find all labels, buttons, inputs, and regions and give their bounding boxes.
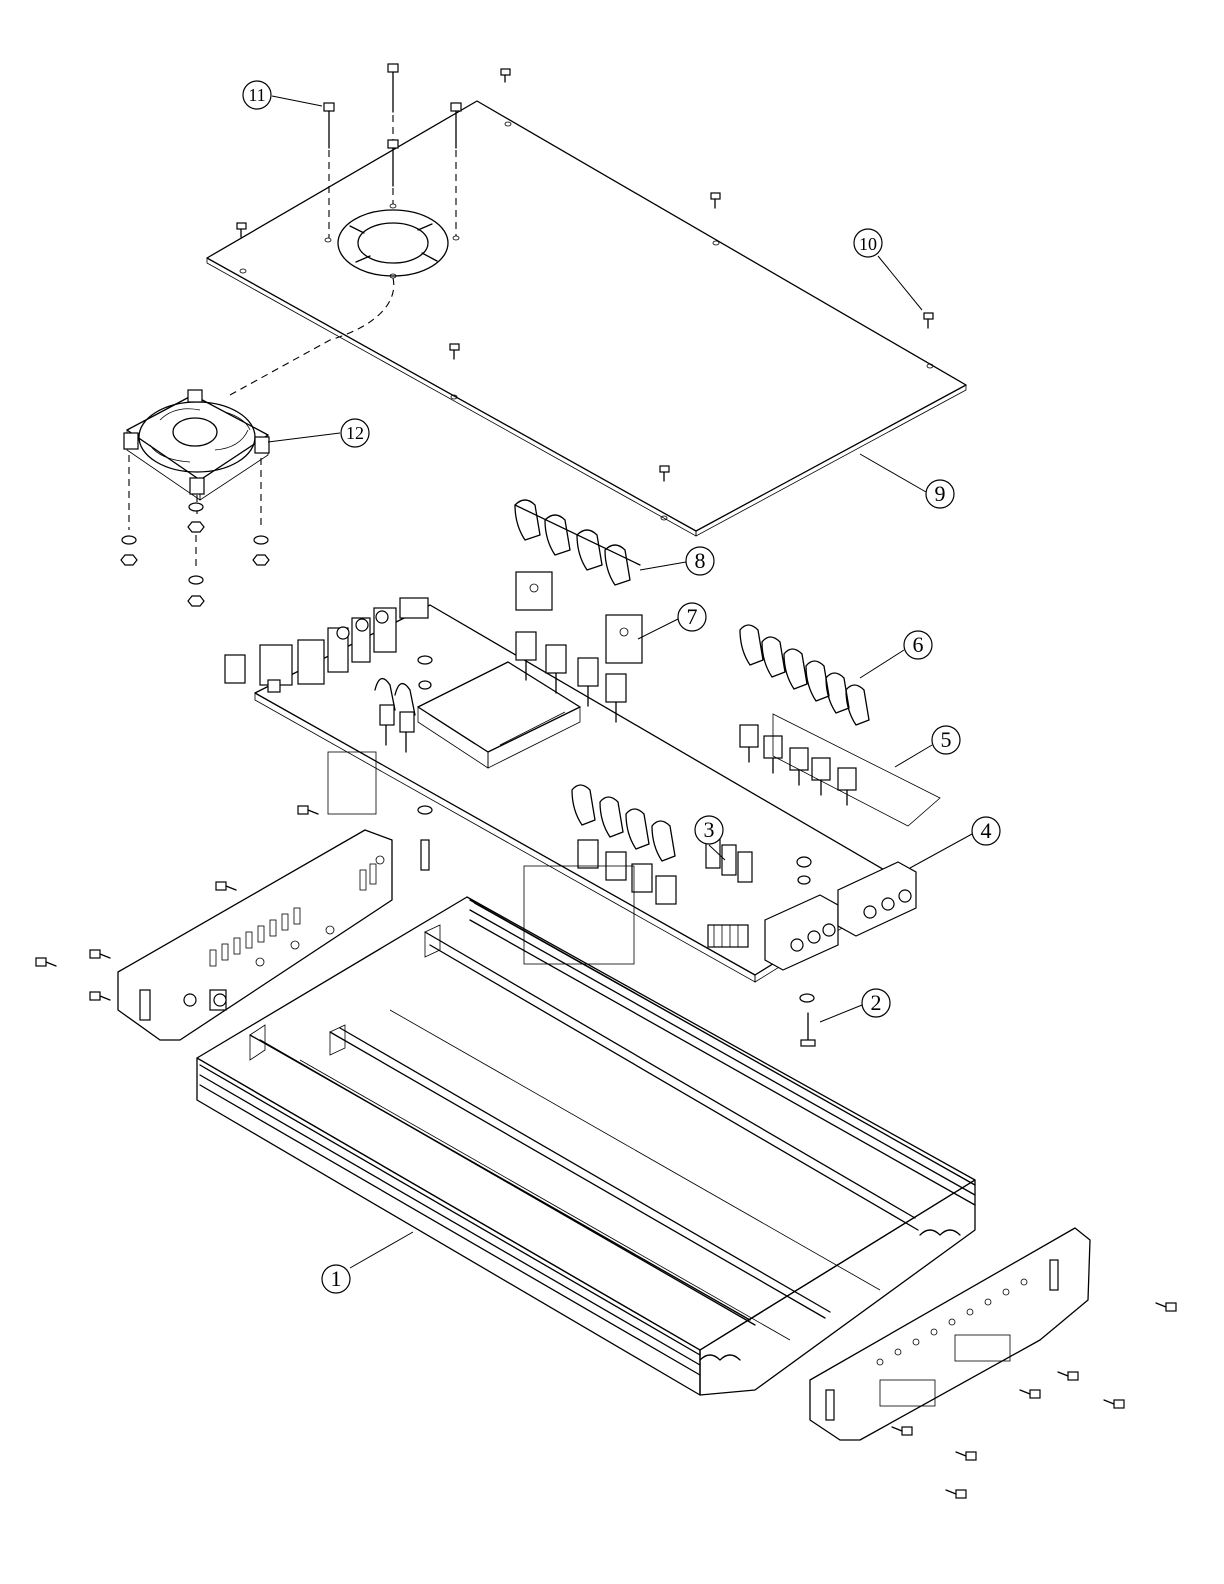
- callout-label: 5: [941, 727, 952, 752]
- callout-7: 7: [678, 603, 706, 631]
- callout-3: 3: [695, 816, 723, 844]
- screw-icon: [388, 64, 398, 140]
- screw-icon: [801, 1013, 815, 1046]
- screw-icon: [660, 466, 669, 481]
- cover-screws: [237, 69, 933, 481]
- callout-label: 1: [331, 1266, 342, 1291]
- screw-icon: [946, 1490, 966, 1498]
- screw-icon: [298, 806, 318, 814]
- right-end-panel: [810, 1228, 1090, 1440]
- screw-icon: [1020, 1390, 1040, 1398]
- circuit-board: [225, 598, 916, 982]
- callout-5: 5: [932, 726, 960, 754]
- screw-icon: [1156, 1303, 1176, 1311]
- callout-1: 1: [322, 1265, 350, 1293]
- callout-label: 6: [913, 632, 924, 657]
- screw-icon: [924, 313, 933, 328]
- fan-icon: [124, 390, 269, 500]
- callout-12: 12: [341, 419, 369, 447]
- screw-icon: [450, 344, 459, 359]
- callout-6: 6: [904, 631, 932, 659]
- callout-10: 10: [854, 229, 882, 257]
- screw-icon: [451, 103, 461, 236]
- callout-9: 9: [926, 480, 954, 508]
- right-panel-screws: [892, 1303, 1176, 1498]
- callout-label: 7: [687, 604, 698, 629]
- callout-label: 9: [935, 481, 946, 506]
- callout-label: 11: [248, 85, 265, 105]
- callout-label: 3: [704, 817, 715, 842]
- heatsink-chassis: [197, 897, 975, 1395]
- screw-icon: [1104, 1400, 1124, 1408]
- screw-icon: [216, 882, 236, 890]
- callout-8: 8: [686, 547, 714, 575]
- callout-label: 4: [981, 818, 992, 843]
- screw-icon: [1058, 1372, 1078, 1380]
- callout-label: 12: [346, 423, 364, 443]
- clip-strip-6: [740, 625, 869, 725]
- screw-icon: [324, 103, 334, 238]
- callout-label: 8: [695, 548, 706, 573]
- callout-11: 11: [243, 81, 271, 109]
- screw-icon: [956, 1452, 976, 1460]
- top-cover-plate: [207, 101, 966, 536]
- screw-icon: [892, 1427, 912, 1435]
- screw-icon: [711, 193, 720, 208]
- callout-label: 10: [859, 234, 877, 254]
- callout-4: 4: [972, 817, 1000, 845]
- screw-icon: [237, 223, 246, 237]
- long-fan-screws: [230, 64, 461, 395]
- screw-icon: [90, 992, 110, 1000]
- standoffs: [418, 806, 815, 1046]
- screw-icon: [36, 958, 56, 966]
- callout-2: 2: [862, 989, 890, 1017]
- callout-label: 2: [871, 990, 882, 1015]
- screw-icon: [388, 140, 398, 204]
- left-end-panel: [118, 830, 392, 1040]
- screw-icon: [90, 950, 110, 958]
- screw-icon: [501, 69, 510, 82]
- left-panel-screws: [36, 806, 318, 1000]
